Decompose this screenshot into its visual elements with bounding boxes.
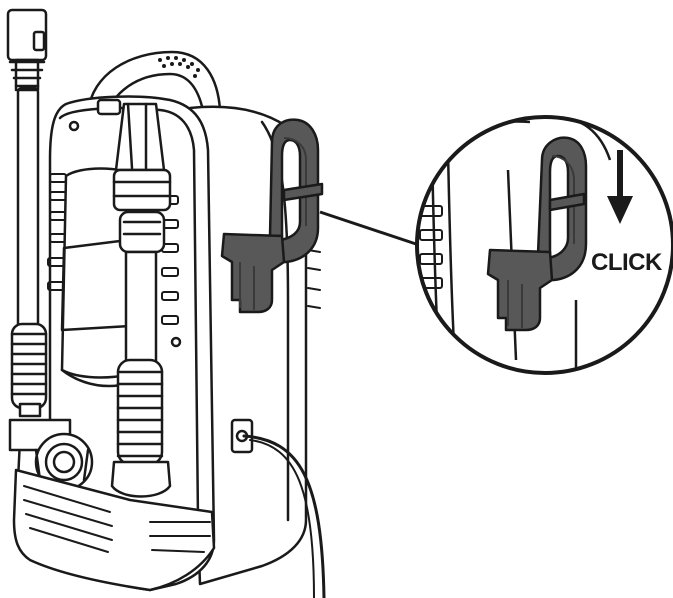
- callout-click-label: CLICK: [591, 249, 663, 276]
- cord-holder: [220, 118, 324, 314]
- screw-hole: [68, 120, 80, 132]
- body-contour: [58, 106, 200, 522]
- cord-holder-strap: [282, 182, 324, 202]
- spring-guard: [116, 358, 164, 466]
- hose-base: [110, 460, 172, 498]
- detail-vents: [419, 205, 443, 289]
- left-spring-guard: [10, 322, 48, 418]
- lance-thread: [8, 60, 46, 88]
- pressure-washer: [6, 8, 326, 598]
- hose-clip: [96, 98, 122, 116]
- hose-column: [110, 102, 172, 498]
- hose-top-cap: [114, 102, 166, 172]
- hose-coupling: [112, 168, 172, 212]
- magnified-detail: CLICK: [415, 115, 673, 375]
- callout-leader: [319, 210, 423, 248]
- side-vents: [307, 249, 321, 309]
- handle-grip-dots: [158, 56, 200, 78]
- base: [12, 468, 216, 592]
- down-arrow-icon: [607, 150, 633, 224]
- power-cord: [242, 434, 326, 598]
- lance-tube: [16, 86, 40, 340]
- screw-hole: [170, 336, 182, 348]
- lance: [6, 8, 48, 340]
- base-slots: [23, 485, 211, 553]
- detail-holder: [486, 136, 588, 332]
- hose-pipe: [124, 250, 158, 364]
